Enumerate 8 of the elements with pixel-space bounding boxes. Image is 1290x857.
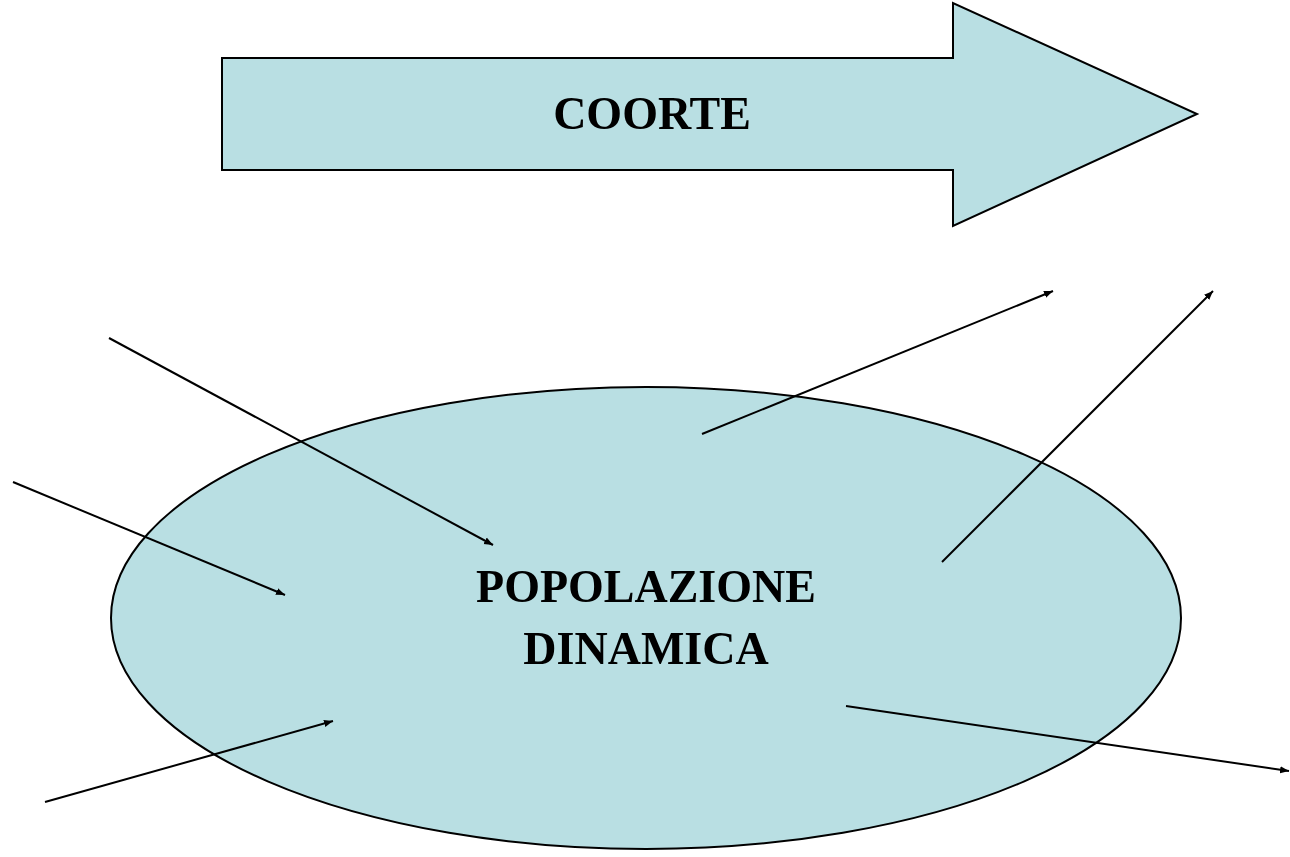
arrow: [701, 290, 1054, 435]
node-label: POPOLAZIONE DINAMICA: [475, 560, 817, 676]
arrow: [108, 337, 494, 546]
arrow: [12, 481, 286, 596]
arrow: [845, 705, 1290, 774]
arrow: [44, 719, 334, 803]
node-label: COORTE: [553, 87, 751, 141]
arrow: [941, 290, 1214, 563]
